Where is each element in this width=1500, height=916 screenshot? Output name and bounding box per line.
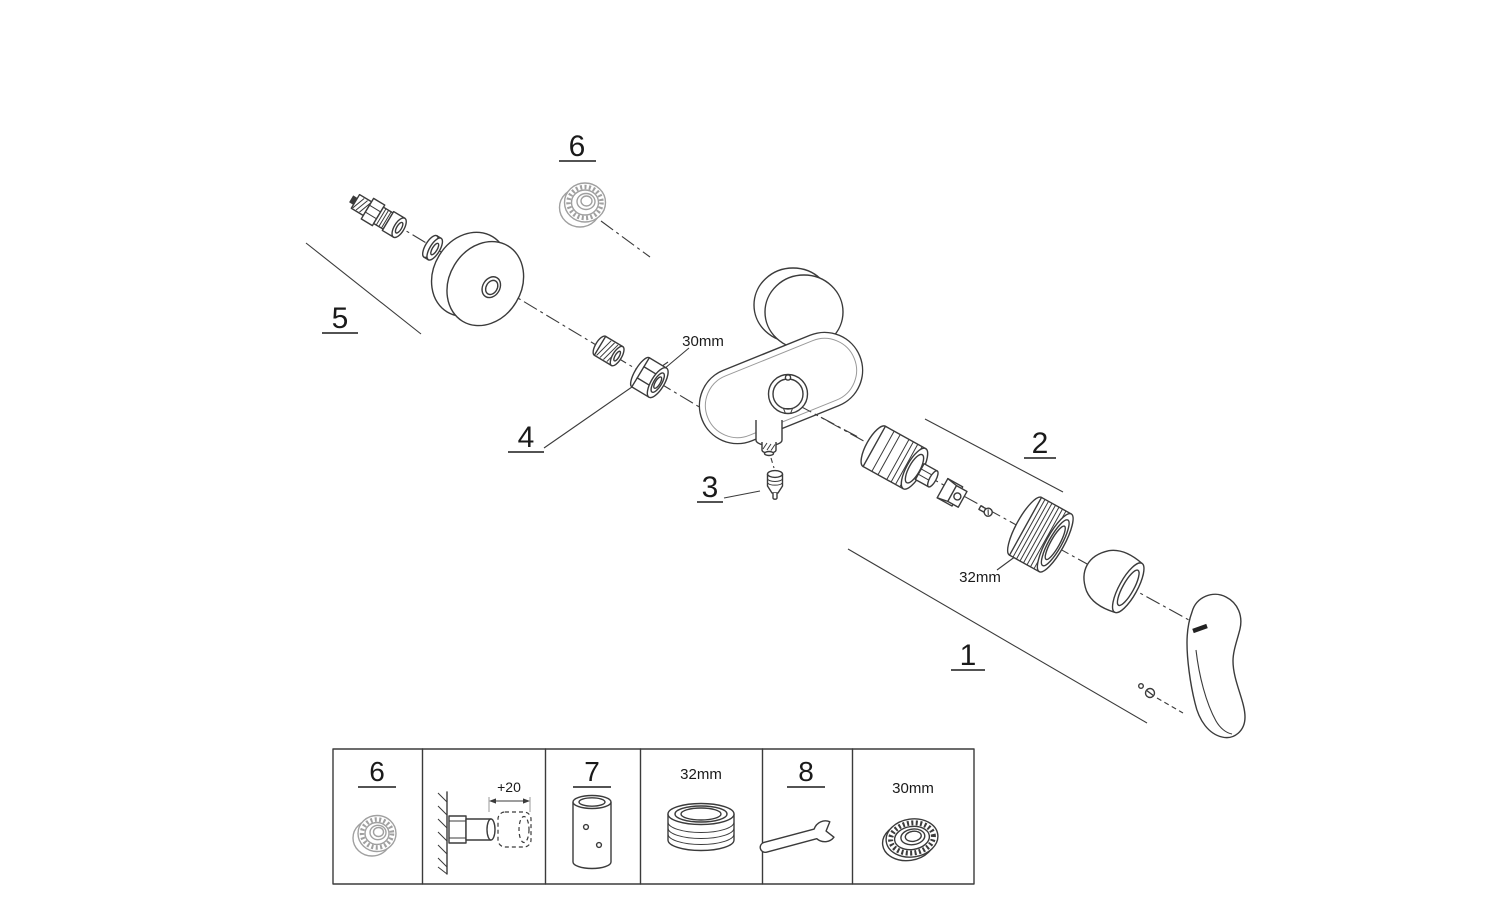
legend-label-6: 6 — [369, 756, 385, 787]
legend-extension-sleeve — [572, 794, 612, 870]
legend-label-8: 8 — [798, 756, 814, 787]
leader-line-30mm — [663, 347, 690, 370]
part-4-union-nut-30mm — [629, 356, 669, 399]
callout-5: 5 — [332, 302, 349, 335]
valve-axis-line — [770, 457, 775, 469]
legend-strip: 6 +20 7 — [332, 748, 975, 885]
callout-labels: 6 5 4 3 2 1 30mm 32mm — [322, 130, 1056, 672]
legend-label-32mm: 32mm — [680, 766, 722, 783]
dimension-32mm: 32mm — [959, 569, 1001, 586]
handle-screw-axis-line — [1156, 697, 1184, 714]
legend-installation-sketch: +20 — [437, 779, 532, 875]
part-2-screw — [978, 505, 993, 517]
part-5-escutcheon — [430, 231, 525, 327]
callout-4: 4 — [518, 421, 535, 454]
part-3-check-valve — [766, 469, 784, 500]
adapter-axis-line — [600, 220, 651, 258]
legend-label-30mm: 30mm — [892, 780, 934, 797]
leader-line-1 — [847, 548, 1148, 724]
part-2-adapter-nut — [936, 477, 968, 508]
part-4-threaded-nipple — [592, 335, 625, 367]
callout-1: 1 — [960, 639, 977, 672]
legend-wrench — [759, 820, 835, 853]
legend-adapter-nut — [352, 814, 397, 857]
part-2-cartridge — [860, 425, 939, 490]
callout-2: 2 — [1032, 427, 1049, 460]
legend-border — [332, 748, 975, 885]
part-2-cartridge-nut-32mm — [1006, 496, 1074, 573]
part-6-adapter-nut — [558, 182, 607, 228]
part-5-wall-union — [349, 193, 407, 239]
legend-label-plus20: +20 — [497, 779, 521, 795]
callout-3: 3 — [702, 471, 719, 504]
leader-line-5 — [305, 242, 422, 335]
dimension-30mm: 30mm — [682, 333, 724, 350]
part-5-seal-washer — [421, 234, 444, 261]
center-axis-line-right — [781, 395, 1219, 637]
part-1-lever-handle — [1186, 593, 1246, 739]
leader-line-32mm — [996, 555, 1017, 571]
legend-label-7: 7 — [584, 756, 600, 787]
temperature-dial — [767, 373, 809, 415]
part-1-handle-screw — [1137, 682, 1156, 699]
center-axis-line-left — [367, 207, 707, 412]
outlet-stub — [755, 420, 783, 457]
cartridge-axis-overlay — [797, 404, 859, 438]
leader-line-2 — [924, 418, 1064, 493]
legend-threaded-ring — [667, 802, 735, 852]
legend-nut-30mm — [881, 818, 939, 862]
leader-line-3 — [723, 490, 761, 499]
callout-6: 6 — [569, 130, 586, 163]
handle-indicator-mark — [1192, 623, 1208, 634]
part-2-cap — [1083, 549, 1145, 614]
